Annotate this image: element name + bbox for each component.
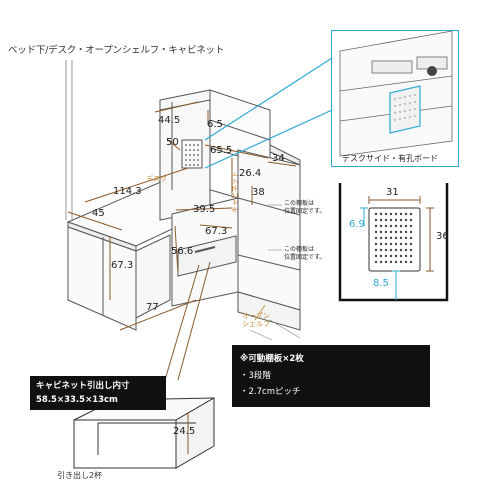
dim-26-4: 26.4 [239, 168, 262, 179]
dim-77: 77 [146, 302, 159, 313]
dim-board-offset-6-9: 6.9 [349, 219, 365, 230]
movable-shelf-spec-box: ※可動棚板×2枚 ・3段階 ・2.7cmピッチ [232, 345, 430, 407]
dim-board-bottom-8-5: 8.5 [373, 278, 389, 289]
board-holes [185, 144, 199, 166]
page-title: ベッド下/デスク・オープンシェルフ・キャビネット [8, 45, 225, 56]
drawer-size-label: キャビネット引出し内寸 [36, 381, 130, 391]
detail-holes [374, 212, 413, 264]
dim-114-3: 114.3 [113, 186, 142, 197]
dim-56-6: 56.6 [171, 246, 194, 257]
drawer-size-box: キャビネット引出し内寸 58.5×33.5×13cm [30, 376, 166, 410]
perforated-board [181, 139, 203, 169]
inset-drawing [339, 31, 453, 157]
spec-line-3: ・2.7cmピッチ [240, 387, 301, 397]
dim-24-5: 24.5 [173, 426, 196, 437]
dim-board-width-31: 31 [386, 187, 399, 198]
dim-45: 45 [92, 208, 105, 219]
desk-side-inset [331, 30, 459, 167]
desk-label: デスク [146, 175, 167, 183]
dim-65-5: 65.5 [210, 145, 233, 156]
inset-caption: デスクサイド・有孔ボード [342, 154, 438, 163]
drawer-count-note: 引き出し2杯 [57, 471, 103, 480]
spec-line-2: ・3段階 [240, 371, 271, 381]
drawer-size-value: 58.5×33.5×13cm [36, 395, 118, 405]
dimension-arrows [67, 101, 297, 331]
spec-line-1: ※可動棚板×2枚 [240, 354, 304, 364]
dim-38: 38 [252, 187, 265, 198]
dim-39-5: 39.5 [193, 204, 216, 215]
dim-6-5: 6.5 [207, 119, 223, 130]
shelf-fixed-note-lower: この棚板は 位置固定です。 [284, 246, 326, 261]
dim-67-3-desk: 67.3 [111, 260, 134, 271]
dim-44-5: 44.5 [158, 115, 181, 126]
dim-67-3-shelf: 67.3 [205, 226, 228, 237]
dim-50: 50 [166, 137, 179, 148]
open-shelf-label: オープン シェルフ [242, 312, 270, 328]
dim-board-height-36: 36 [436, 231, 449, 242]
dim-34: 34 [272, 153, 285, 164]
shelf-fixed-note-upper: この棚板は 位置固定です。 [284, 200, 326, 215]
